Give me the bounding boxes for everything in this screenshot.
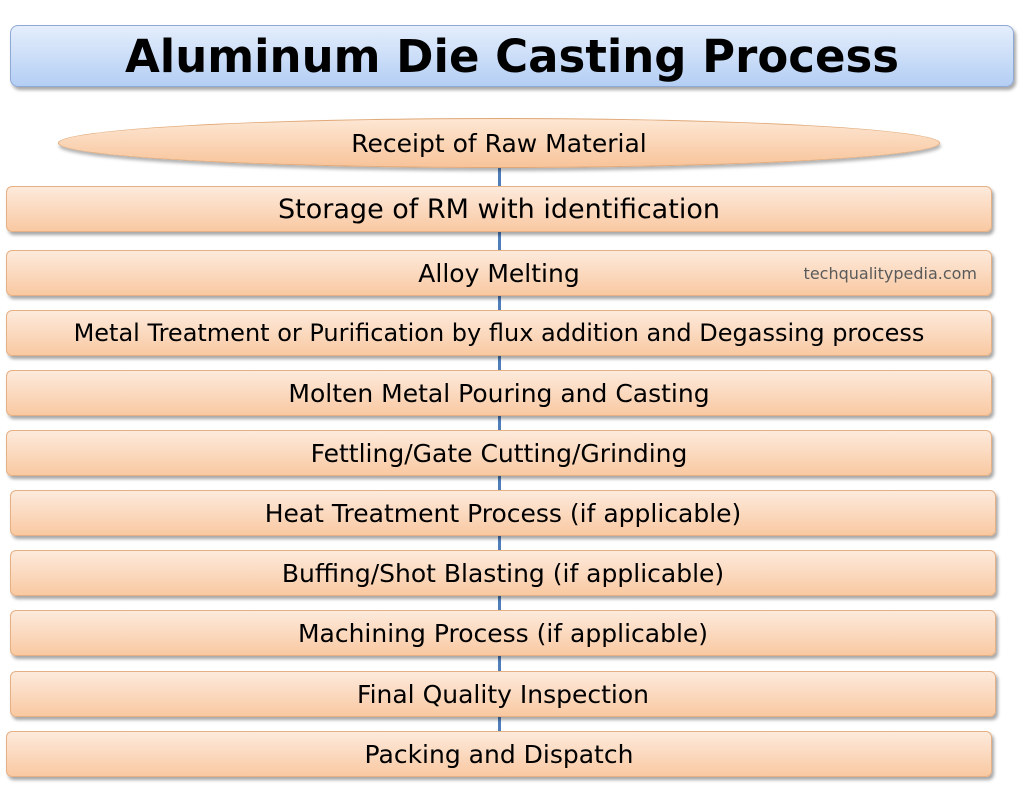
watermark-text: techqualitypedia.com xyxy=(803,264,977,283)
step-metal-treatment: Metal Treatment or Purification by flux … xyxy=(6,310,992,356)
step-label: Storage of RM with identification xyxy=(278,193,720,225)
step-label: Buffing/Shot Blasting (if applicable) xyxy=(281,558,725,588)
step-label: Machining Process (if applicable) xyxy=(297,618,709,648)
step-final-inspection: Final Quality Inspection xyxy=(10,671,996,717)
step-label: Heat Treatment Process (if applicable) xyxy=(264,498,742,528)
step-buffing: Buffing/Shot Blasting (if applicable) xyxy=(10,550,996,596)
step-label: Final Quality Inspection xyxy=(357,679,649,709)
step-packing-dispatch: Packing and Dispatch xyxy=(6,731,992,777)
step-label: Alloy Melting xyxy=(418,258,580,288)
start-node: Receipt of Raw Material xyxy=(58,118,940,168)
title-banner: Aluminum Die Casting Process xyxy=(10,25,1014,87)
step-fettling: Fettling/Gate Cutting/Grinding xyxy=(6,430,992,476)
diagram-title: Aluminum Die Casting Process xyxy=(124,29,900,83)
step-label: Metal Treatment or Purification by flux … xyxy=(73,319,925,347)
step-machining: Machining Process (if applicable) xyxy=(10,610,996,656)
start-node-label: Receipt of Raw Material xyxy=(351,128,647,158)
step-label: Molten Metal Pouring and Casting xyxy=(288,378,710,408)
step-label: Fettling/Gate Cutting/Grinding xyxy=(310,438,688,468)
step-heat-treatment: Heat Treatment Process (if applicable) xyxy=(10,490,996,536)
step-label: Packing and Dispatch xyxy=(364,739,634,769)
step-storage: Storage of RM with identification xyxy=(6,186,992,232)
step-pouring-casting: Molten Metal Pouring and Casting xyxy=(6,370,992,416)
step-alloy-melting: Alloy Melting techqualitypedia.com xyxy=(6,250,992,296)
